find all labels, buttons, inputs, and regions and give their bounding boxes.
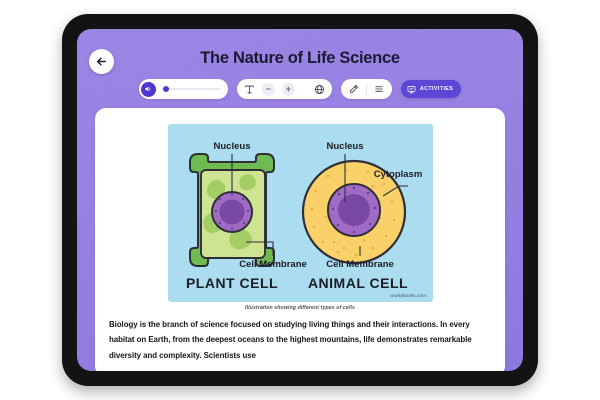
lesson-paragraph: Biology is the branch of science focused… [109, 320, 472, 360]
volume-slider-track [160, 87, 221, 91]
globe-icon[interactable] [314, 84, 325, 95]
svg-text:ANIMAL CELL: ANIMAL CELL [307, 275, 407, 291]
text-format-icon[interactable] [244, 84, 255, 95]
arrow-left-icon [95, 55, 108, 68]
decrease-font-size-button[interactable]: − [261, 82, 275, 96]
cell-diagram-illustration: Nucleus Cell Membrane PLANT CELL [167, 124, 433, 302]
activities-button-label: ACTIVITIES [419, 86, 454, 92]
speaker-volume-icon[interactable] [140, 81, 156, 97]
figure-container: Nucleus Cell Membrane PLANT CELL [167, 124, 433, 311]
list-lines-icon[interactable] [374, 84, 384, 94]
lesson-content-card: Nucleus Cell Membrane PLANT CELL [95, 108, 505, 371]
activities-button[interactable]: ACTIVITIES [400, 80, 462, 98]
lesson-toolbar: − + [77, 79, 523, 99]
svg-text:PLANT CELL: PLANT CELL [185, 275, 277, 291]
figure-watermark: workybooks.com [390, 293, 426, 299]
svg-text:Nucleus: Nucleus [326, 141, 363, 152]
volume-slider[interactable] [160, 83, 221, 95]
increase-font-size-button[interactable]: + [281, 82, 295, 96]
toolbar-divider [365, 83, 367, 95]
plant-cell-graphic [188, 153, 275, 267]
svg-text:Cell Membrane: Cell Membrane [239, 259, 307, 270]
svg-text:Cell Membrane: Cell Membrane [326, 259, 394, 270]
tablet-device-frame: The Nature of Life Science [62, 14, 538, 386]
svg-text:Nucleus: Nucleus [213, 141, 250, 152]
monitor-check-icon [407, 85, 416, 94]
volume-slider-knob[interactable] [162, 86, 169, 92]
text-tools-group: − + [236, 79, 332, 99]
animal-cell-graphic [301, 154, 408, 265]
back-button[interactable] [89, 49, 114, 74]
app-header: The Nature of Life Science [77, 29, 523, 108]
highlighter-pen-icon[interactable] [349, 84, 359, 94]
figure-caption: Illustration showing different types of … [245, 305, 355, 311]
annotation-tools-group [340, 79, 392, 99]
svg-text:Cytoplasm: Cytoplasm [373, 169, 422, 180]
page-title: The Nature of Life Science [200, 49, 400, 67]
tablet-screen: The Nature of Life Science [77, 29, 523, 371]
volume-control-group [138, 79, 228, 99]
